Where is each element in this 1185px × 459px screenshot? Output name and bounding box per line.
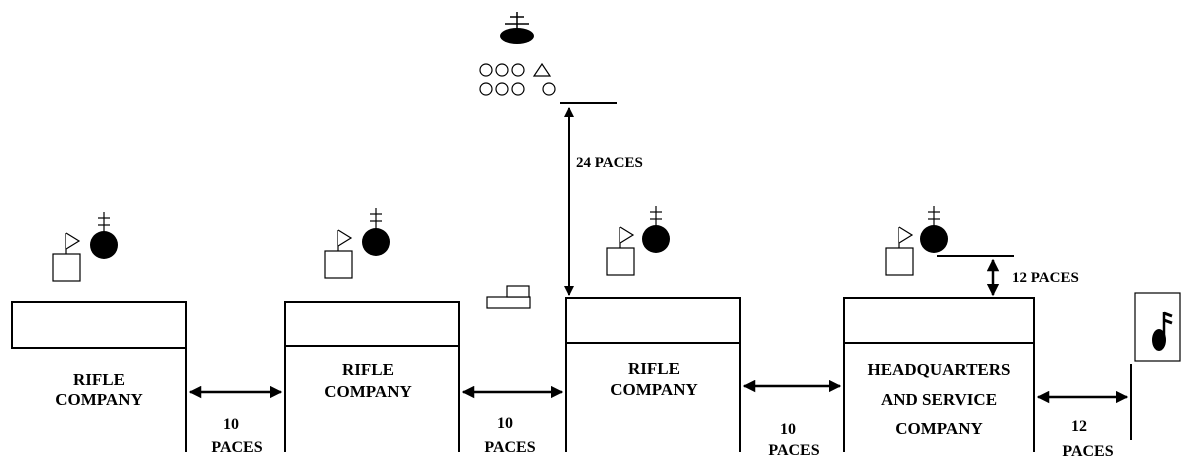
- interval-value: 10: [497, 415, 513, 432]
- commander-icon: [500, 12, 534, 44]
- guidon-box-icon: [324, 250, 353, 279]
- interval-value: 12: [1071, 418, 1087, 435]
- unit-block: [843, 297, 1035, 344]
- officer-group: [52, 212, 118, 282]
- unit-label-line2: COMPANY: [324, 382, 412, 401]
- distance-label-commander: 24 PACES: [576, 155, 643, 171]
- interval-value: 10: [223, 416, 239, 433]
- unit-block: [284, 301, 460, 347]
- unit-label-line1: RIFLE: [73, 370, 125, 389]
- unit-label-line1: RIFLE: [628, 359, 680, 378]
- guidon-box-icon: [885, 247, 914, 276]
- guidon-box-icon: [52, 253, 81, 282]
- interval-value: 10: [780, 421, 796, 438]
- officer-icon: [90, 212, 118, 259]
- interval-unit: PACES: [768, 442, 819, 459]
- unit-group: RIFLE COMPANY: [11, 301, 187, 452]
- unit-group: RIFLE COMPANY: [565, 297, 741, 452]
- color-guard-icon: [486, 285, 531, 309]
- officer-icon: [362, 208, 390, 256]
- unit-label-line3: COMPANY: [895, 419, 983, 438]
- officer-icon: [920, 206, 948, 253]
- officer-group: [885, 206, 948, 276]
- officer-group: [606, 206, 670, 276]
- unit-block: [565, 297, 741, 344]
- unit-label-line2: COMPANY: [610, 380, 698, 399]
- interval-unit: PACES: [1062, 443, 1113, 459]
- distance-label-hq-staff: 12 PACES: [1012, 270, 1079, 286]
- unit-label-line1: HEADQUARTERS: [868, 360, 1011, 379]
- unit-group: RIFLE COMPANY: [284, 301, 460, 452]
- unit-label-line1: RIFLE: [342, 360, 394, 379]
- officer-icon: [642, 206, 670, 253]
- band-icon: [1134, 292, 1181, 362]
- unit-block: [11, 301, 187, 349]
- interval-unit: PACES: [484, 439, 535, 456]
- unit-group: HEADQUARTERS AND SERVICE COMPANY: [843, 297, 1035, 452]
- unit-label-line2: AND SERVICE: [881, 390, 997, 409]
- guidon-box-icon: [606, 247, 635, 276]
- staff-group-icon: [479, 62, 556, 96]
- unit-label-line2: COMPANY: [55, 390, 143, 409]
- interval-unit: PACES: [211, 439, 262, 456]
- officer-group: [324, 208, 390, 279]
